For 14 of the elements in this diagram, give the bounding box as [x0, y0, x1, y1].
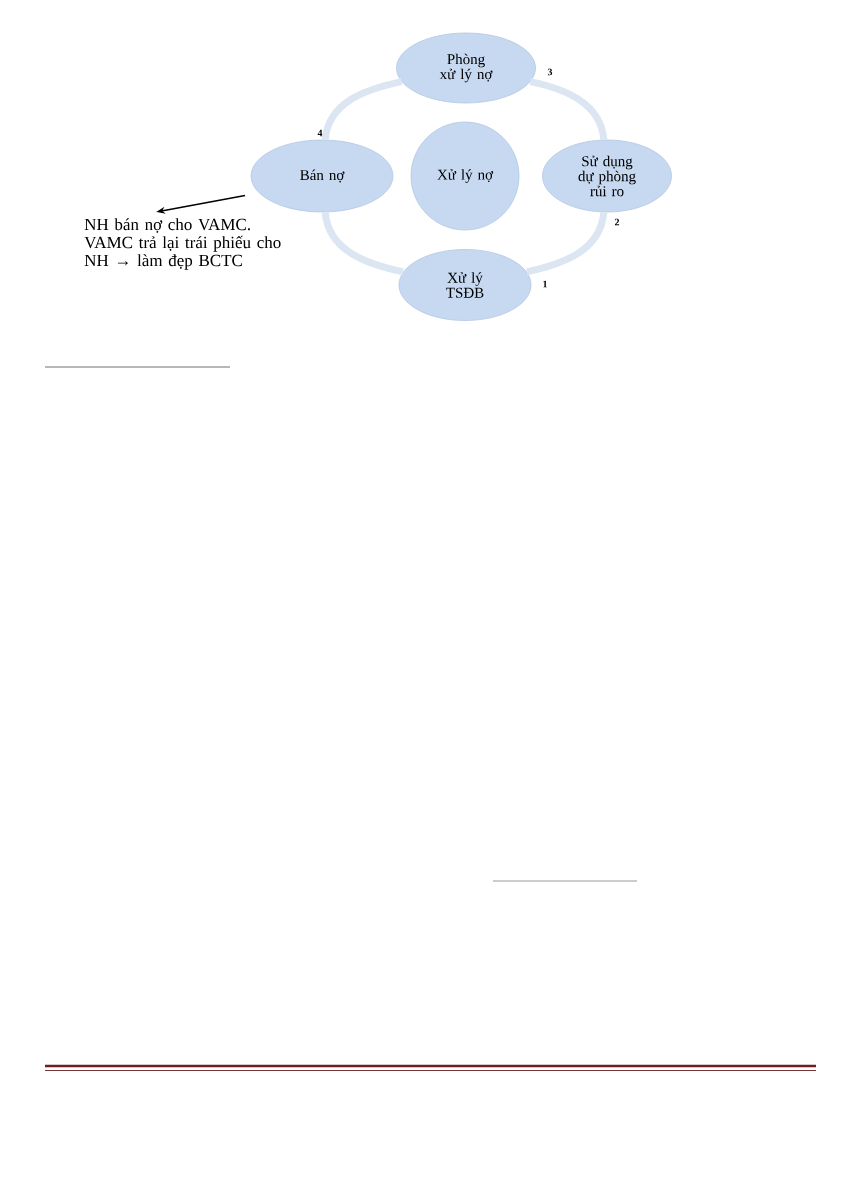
- step-number: 4: [317, 129, 323, 137]
- ring-segment: [526, 211, 608, 276]
- ring-segment: [321, 211, 404, 276]
- ellipse-node: Phòng xử lý nợ: [396, 32, 536, 104]
- ellipse-node: Sử dụng dự phòng rủi ro: [542, 139, 672, 213]
- ring-segment: [321, 78, 403, 141]
- ellipse-node: Xử lý TSĐB: [398, 249, 532, 321]
- annotation-text: NH bán nợ cho VAMC. VAMC trả lại trái phiếu cho NH → làm đẹp BCTC: [84, 218, 281, 270]
- step-number: 1: [543, 280, 547, 288]
- step-number: 2: [614, 218, 620, 226]
- ring-segment: [529, 78, 608, 141]
- circle-node: Xử lý nợ: [410, 121, 520, 231]
- step-number: 3: [547, 68, 553, 76]
- ellipse-node: Bán nợ: [250, 139, 394, 213]
